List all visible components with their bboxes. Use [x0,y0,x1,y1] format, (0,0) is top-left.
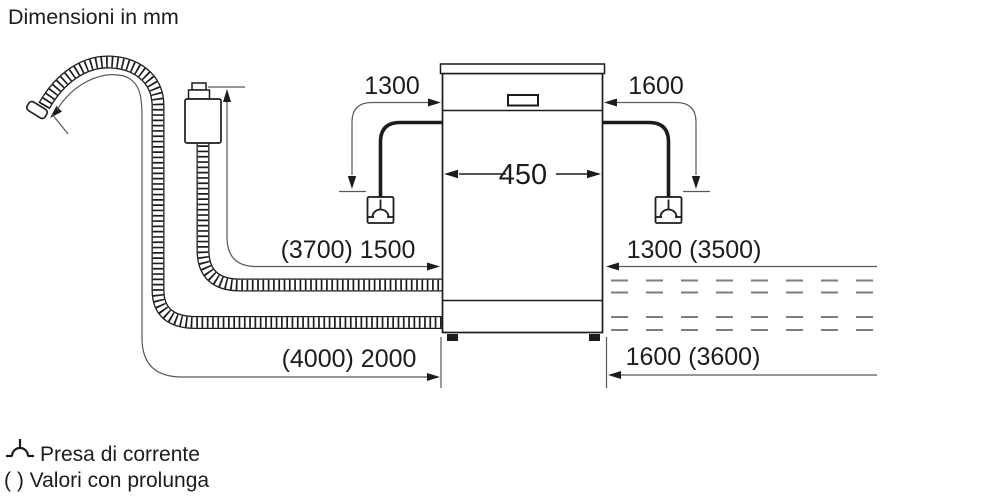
power-cord-left [378,120,442,197]
control-panel-display [507,94,539,107]
legend-parentheses-label: ( ) Valori con prolunga [4,469,209,492]
power-outlet-left [366,196,395,224]
power-outlet-right [654,196,683,224]
diagram-title: Dimensioni in mm [8,5,179,29]
dim-drain-right: 1600 (3600) [605,337,877,388]
power-cord-right [603,120,671,197]
dim-supply-left: (3700) 1500 [208,86,440,271]
power-outlet-icon [655,199,682,218]
dashed-hose-routing-right [611,279,877,331]
dishwasher-top-edge [439,63,606,75]
drain-hose-end-cap [25,100,49,120]
dim-cord-left: 1300 [339,72,441,193]
power-outlet-icon [367,199,394,218]
dim-label-drain-right: 1600 (3600) [626,343,761,371]
dim-label-width: 450 [499,159,547,191]
drain-hose [25,55,446,329]
dim-label-supply-right: 1300 (3500) [627,236,762,264]
dim-drain-left: (4000) 2000 [50,74,442,388]
power-outlet-icon [6,439,34,458]
dishwasher-foot-left [447,334,458,341]
dim-cord-right: 1600 [604,72,710,193]
dishwasher-foot-right [589,334,600,341]
legend-outlet-label: Presa di corrente [40,443,200,466]
supply-hose [184,82,446,292]
dim-label-cord-left: 1300 [364,72,420,100]
legend: Presa di corrente ( ) Valori con prolung… [4,439,209,492]
dim-cabinet-width: 450 [444,159,601,191]
aquastop-valve [184,82,222,144]
dim-label-drain-left: (4000) 2000 [282,345,417,373]
dishwasher-body [441,72,604,334]
dishwasher [439,63,606,341]
dim-label-supply-left: (3700) 1500 [281,236,416,264]
dim-label-cord-right: 1600 [628,72,684,100]
dim-supply-right: 1300 (3500) [606,236,877,271]
